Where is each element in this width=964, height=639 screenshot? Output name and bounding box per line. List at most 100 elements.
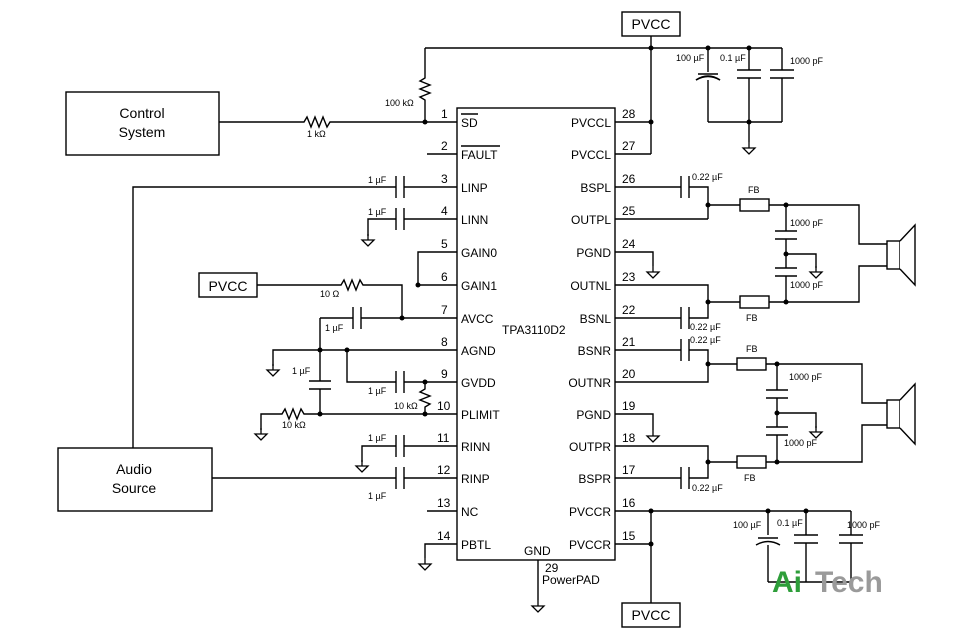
pin-18-num: 18 [622,431,636,445]
pin-22-name: BSNL [580,312,612,326]
c-1000p-label-l2: 1000 pF [790,280,824,290]
pin-13-num: 13 [437,496,451,510]
pin-14-name: PBTL [461,538,491,552]
fb-label-1: FB [748,185,760,195]
r-10k-label-a: 10 kΩ [394,401,418,411]
pin-19-num: 19 [622,399,636,413]
pin-28-num: 28 [622,107,636,121]
pvcc-label-left: PVCC [209,278,248,294]
r-100k-label: 100 kΩ [385,98,414,108]
c-0u22-label-bsnl: 0.22 µF [690,322,721,332]
c-1u-label-linp: 1 µF [368,175,387,185]
c-1000p-label-r2: 1000 pF [784,438,818,448]
pin-20-num: 20 [622,367,636,381]
pin-15-num: 15 [622,529,636,543]
ic-body [456,107,616,561]
r-1k-label: 1 kΩ [307,129,326,139]
pin-2-name: FAULT [461,148,498,162]
pin-23-name: OUTNL [570,279,611,293]
pin-12-name: RINP [461,472,490,486]
pin-8-num: 8 [441,335,448,349]
c-1u-label-linn: 1 µF [368,207,387,217]
c-0u1-label-top: 0.1 µF [720,53,746,63]
c-1u-label-plimit: 1 µF [292,366,311,376]
pin-4-num: 4 [441,204,448,218]
c-1000p-label-bottom: 1000 pF [847,520,881,530]
c-1u-label-gvdd: 1 µF [368,386,387,396]
pin-8-name: AGND [461,344,496,358]
pin-9-num: 9 [441,367,448,381]
c-1000p-label-r1: 1000 pF [789,372,823,382]
audio-source-line2: Source [112,480,157,496]
pin-1-num: 1 [441,107,448,121]
pin-3-name: LINP [461,181,488,195]
pin-29-num: 29 [545,561,559,575]
c-1u-label-rinp: 1 µF [368,491,387,501]
pin-19-name: PGND [576,408,611,422]
speaker-icon [886,223,916,287]
pin-6-num: 6 [441,270,448,284]
pin-7-num: 7 [441,303,448,317]
pin-28-name: PVCCL [571,116,611,130]
pin-17-num: 17 [622,463,636,477]
pin-23-num: 23 [622,270,636,284]
pvcc-box-bottom [621,602,681,628]
watermark-tech: Tech [815,566,883,599]
c-1u-label-rinn: 1 µF [368,433,387,443]
pin-14-num: 14 [437,529,451,543]
aitech-watermark: Ai Tech [772,566,883,599]
pin-22-num: 22 [622,303,636,317]
ferrite-bead-1 [739,198,770,212]
pin-6-name: GAIN1 [461,279,497,293]
pin-26-num: 26 [622,172,636,186]
pin-24-name: PGND [576,246,611,260]
pin-18-name: OUTPR [569,440,611,454]
ferrite-bead-4 [736,455,767,469]
pin-17-name: BSPR [578,472,611,486]
pin-5-name: GAIN0 [461,246,497,260]
pin-24-num: 24 [622,237,636,251]
ferrite-bead-3 [736,357,767,371]
pin-11-num: 11 [437,431,450,445]
pin-20-name: OUTNR [568,376,611,390]
pin-4-name: LINN [461,213,488,227]
pin-16-name: PVCCR [569,505,611,519]
fb-label-3: FB [746,344,758,354]
pin-26-name: BSPL [580,181,611,195]
pin-25-num: 25 [622,204,636,218]
pvcc-label-top: PVCC [632,16,671,32]
speaker-icon [886,382,916,446]
pin-3-num: 3 [441,172,448,186]
powerpad-label: PowerPAD [542,573,600,587]
fb-label-4: FB [744,473,756,483]
r-10-label: 10 Ω [320,289,340,299]
control-system-box [65,91,220,156]
pin-12-num: 12 [437,463,451,477]
pin-21-name: BSNR [578,344,612,358]
c-100u-label-top: 100 µF [676,53,705,63]
ic-name: TPA3110D2 [502,323,566,337]
pvcc-label-bottom: PVCC [632,607,671,623]
pin-2-num: 2 [441,139,448,153]
watermark-ai: Ai [772,566,802,599]
pin-10-name: PLIMIT [461,408,500,422]
pin-1-name: SD [461,116,478,130]
fb-label-2: FB [746,313,758,323]
pin-16-num: 16 [622,496,636,510]
pin-21-num: 21 [622,335,636,349]
pin-5-num: 5 [441,237,448,251]
pin-11-name: RINN [461,440,490,454]
c-0u22-label-bspl: 0.22 µF [692,172,723,182]
pin-13-name: NC [461,505,479,519]
audio-source-box [57,447,213,512]
ic-gnd-label: GND [524,544,551,558]
ferrite-bead-2 [739,295,770,309]
pin-27-name: PVCCL [571,148,611,162]
pvcc-box-left [198,272,258,298]
c-0u22-label-bspr: 0.22 µF [692,483,723,493]
c-0u22-label-bsnr: 0.22 µF [690,335,721,345]
audio-source-line1: Audio [116,461,152,477]
c-100u-label-bottom: 100 µF [733,520,762,530]
control-system-line2: System [119,124,166,140]
